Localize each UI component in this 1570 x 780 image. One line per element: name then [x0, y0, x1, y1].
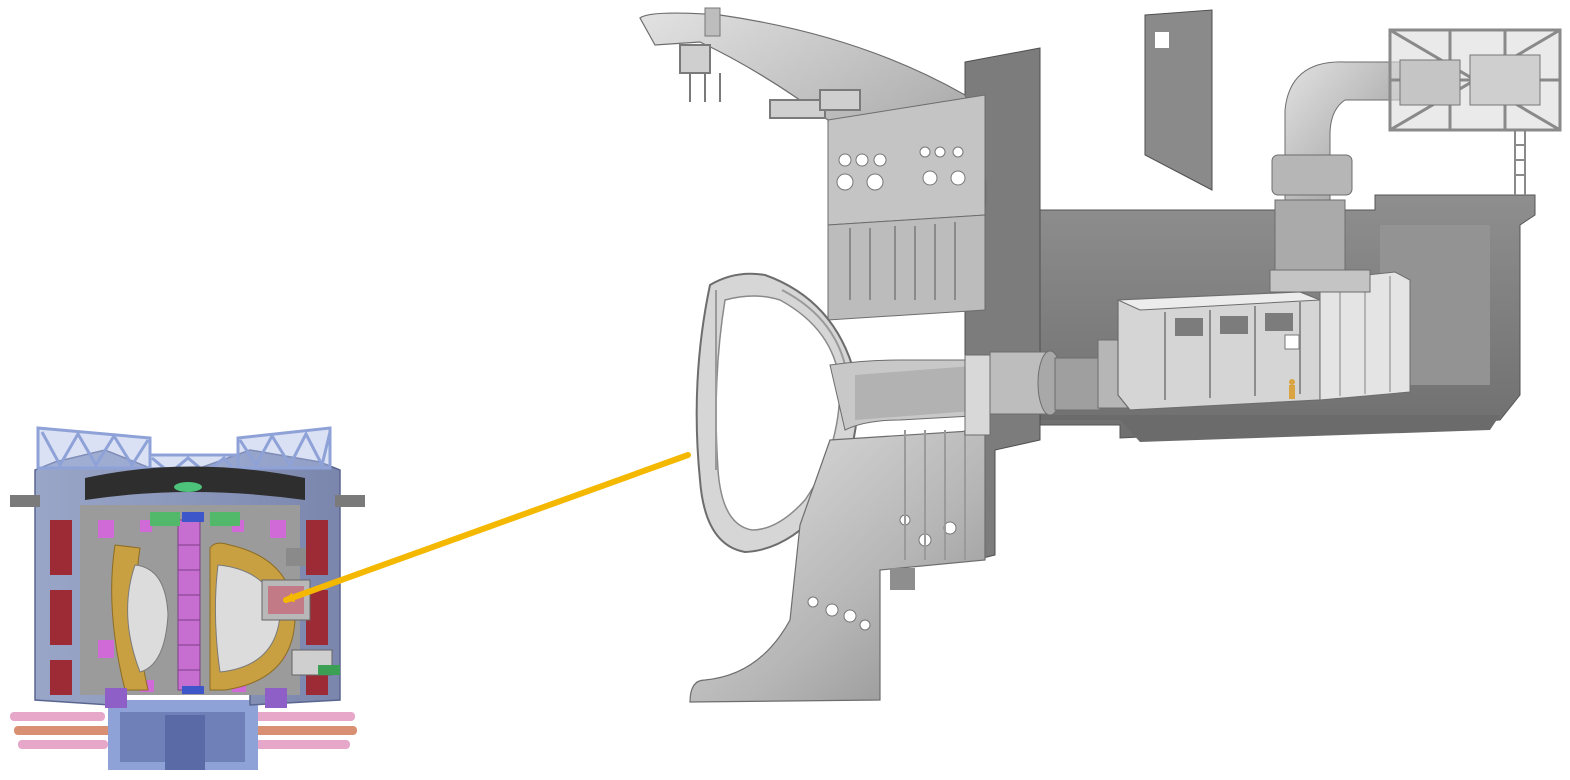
scale-figure-icon — [1289, 379, 1295, 399]
bottom-pipes — [10, 700, 357, 770]
beam-injector-assembly-icon — [639, 7, 1562, 703]
tokamak-cutaway-icon — [10, 426, 365, 770]
callout-arrow-icon — [283, 452, 691, 603]
